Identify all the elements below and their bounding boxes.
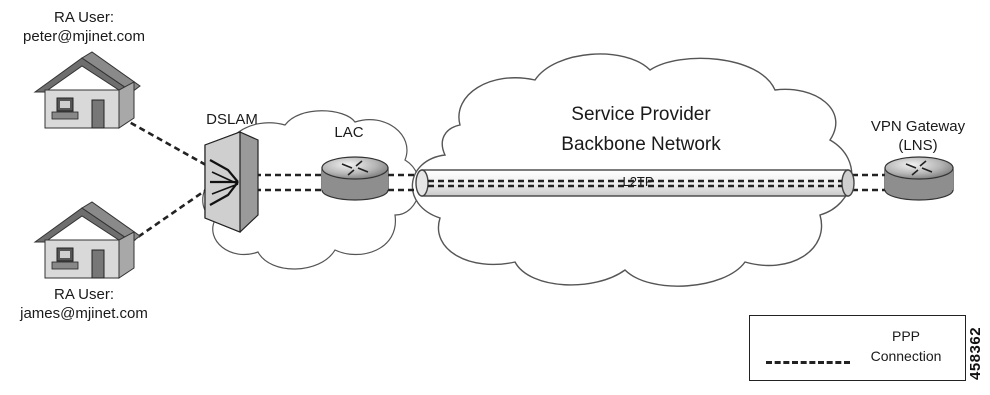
lns-router-icon [884, 156, 954, 201]
house-icon-peter [33, 51, 141, 129]
backbone-label: Service Provider Backbone Network [561, 103, 720, 157]
legend: PPP Connection [749, 315, 966, 381]
figure-id: 458362 [967, 326, 984, 380]
house-icon-james [33, 201, 141, 279]
lac-router-icon [321, 156, 389, 201]
l2tp-tunnel [415, 169, 855, 197]
user-james-email: james@mjinet.com [20, 305, 148, 322]
user-peter-label: RA User: peter@mjinet.com [23, 8, 145, 46]
ppp-link-james [121, 188, 207, 250]
user-peter-role: RA User: [53, 9, 114, 26]
legend-text: PPP Connection [856, 326, 956, 366]
legend-line2: Connection [870, 348, 942, 364]
backbone-label-line2: Backbone Network [561, 134, 721, 155]
lac-label: LAC [334, 124, 364, 141]
dslam-label: DSLAM [206, 111, 258, 128]
vpn-gateway-label: VPN Gateway (LNS) [871, 117, 965, 155]
ppp-connections [121, 116, 885, 250]
dslam-icon [204, 131, 259, 233]
l2tp-label: L2TP [622, 174, 654, 189]
user-james-label: RA User: james@mjinet.com [20, 285, 148, 323]
vpn-gateway-name: VPN Gateway [870, 118, 966, 135]
legend-ppp-dashed-line [766, 361, 850, 364]
user-peter-email: peter@mjinet.com [23, 28, 145, 45]
lns-label: (LNS) [898, 137, 938, 154]
user-james-role: RA User: [53, 286, 115, 303]
ppp-link-peter [121, 116, 207, 167]
legend-line1: PPP [891, 328, 920, 344]
backbone-label-line1: Service Provider [571, 104, 711, 125]
